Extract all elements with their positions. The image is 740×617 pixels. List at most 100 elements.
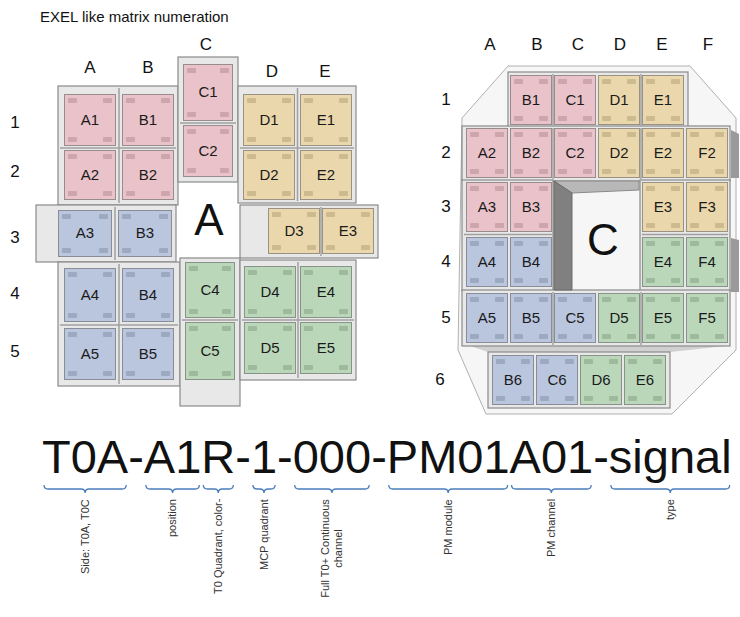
detector-module: B2 xyxy=(510,128,552,178)
detector-module: B5 xyxy=(122,328,174,380)
pmt-connector xyxy=(602,79,611,84)
pmt-connector xyxy=(565,396,574,401)
pmt-connector xyxy=(282,191,291,196)
pmt-connector xyxy=(248,365,257,370)
pmt-connector xyxy=(361,245,370,250)
module-block xyxy=(58,86,178,205)
detector-module: D5 xyxy=(598,293,640,343)
module-label: B5 xyxy=(139,346,157,363)
pmt-connector xyxy=(122,248,131,253)
pmt-connector xyxy=(282,154,291,159)
detector-module: B4 xyxy=(510,237,552,287)
pmt-connector xyxy=(715,132,724,137)
module-label: C1 xyxy=(198,84,217,101)
pmt-connector xyxy=(690,169,699,174)
pmt-connector xyxy=(247,154,256,159)
detector-module: C1 xyxy=(554,75,596,125)
module-label: F2 xyxy=(698,145,716,162)
column-letter: C xyxy=(200,35,212,55)
cable-bundle xyxy=(552,292,554,345)
pmt-connector xyxy=(495,169,504,174)
module-label: C5 xyxy=(200,343,219,360)
module-block xyxy=(488,352,670,408)
detector-module: E5 xyxy=(642,293,684,343)
module-label: D3 xyxy=(284,223,303,240)
pmt-connector xyxy=(646,132,655,137)
row-number: 5 xyxy=(441,308,450,328)
column-letter: B xyxy=(142,58,153,78)
pmt-connector xyxy=(68,371,77,376)
detector-module: A5 xyxy=(64,328,116,380)
pmt-connector xyxy=(627,169,636,174)
pmt-connector xyxy=(339,270,348,275)
pmt-connector xyxy=(187,168,196,173)
module-label: D2 xyxy=(259,167,278,184)
pmt-connector xyxy=(558,334,567,339)
pmt-connector xyxy=(282,98,291,103)
module-label: E2 xyxy=(317,167,335,184)
module-block xyxy=(58,262,180,386)
cable-bundle xyxy=(464,234,552,236)
pmt-connector xyxy=(161,154,170,159)
cable-bundle xyxy=(240,147,354,149)
pmt-connector xyxy=(339,309,348,314)
module-block xyxy=(178,57,238,182)
pmt-connector xyxy=(339,154,348,159)
module-label: E4 xyxy=(317,284,335,301)
pmt-connector xyxy=(558,169,567,174)
pmt-connector xyxy=(646,223,655,228)
cable-bundle xyxy=(297,88,299,201)
pmt-connector xyxy=(304,270,313,275)
diagram-title: EXEL like matrix numeration xyxy=(40,8,229,25)
column-letter: A xyxy=(484,35,495,55)
pmt-connector xyxy=(540,359,549,364)
module-label: D4 xyxy=(260,284,279,301)
module-label: B2 xyxy=(139,167,157,184)
pmt-connector xyxy=(627,297,636,302)
pmt-connector xyxy=(671,169,680,174)
pmt-connector xyxy=(514,241,523,246)
pmt-connector xyxy=(161,371,170,376)
pmt-connector xyxy=(222,266,231,271)
pmt-connector xyxy=(187,129,196,134)
pmt-connector xyxy=(470,169,479,174)
pmt-connector xyxy=(671,116,680,121)
column-letter: B xyxy=(531,35,542,55)
pmt-connector xyxy=(690,297,699,302)
detector-module: C2 xyxy=(183,125,233,177)
pmt-connector xyxy=(671,186,680,191)
cable-bundle xyxy=(118,264,120,384)
detector-module: D3 xyxy=(268,208,320,254)
module-label: B5 xyxy=(522,310,540,327)
pmt-connector xyxy=(671,241,680,246)
pmt-connector xyxy=(222,326,231,331)
field-name: Side: T0A, T0C xyxy=(79,499,92,574)
pmt-connector xyxy=(646,278,655,283)
column-letter: A xyxy=(84,58,95,78)
pmt-connector xyxy=(126,98,135,103)
pmt-connector xyxy=(339,365,348,370)
pmt-connector xyxy=(558,297,567,302)
pmt-connector xyxy=(304,98,313,103)
pmt-connector xyxy=(161,272,170,277)
pmt-connector xyxy=(539,278,548,283)
curly-brace xyxy=(44,485,126,493)
cable-bundle xyxy=(640,128,642,179)
row-number: 2 xyxy=(441,143,450,163)
pmt-connector xyxy=(558,79,567,84)
pmt-connector xyxy=(161,332,170,337)
pmt-connector xyxy=(470,223,479,228)
pmt-connector xyxy=(103,272,112,277)
detector-module: E3 xyxy=(642,182,684,232)
row-number: 1 xyxy=(10,113,19,133)
pmt-connector xyxy=(339,191,348,196)
module-block xyxy=(508,72,688,128)
detector-module: C4 xyxy=(185,262,235,318)
row-number: 6 xyxy=(435,370,444,390)
row-number: 3 xyxy=(10,228,19,248)
pmt-connector xyxy=(715,278,724,283)
module-label: A3 xyxy=(76,225,94,242)
pmt-connector xyxy=(583,79,592,84)
pmt-connector xyxy=(220,168,229,173)
pmt-connector xyxy=(361,212,370,217)
